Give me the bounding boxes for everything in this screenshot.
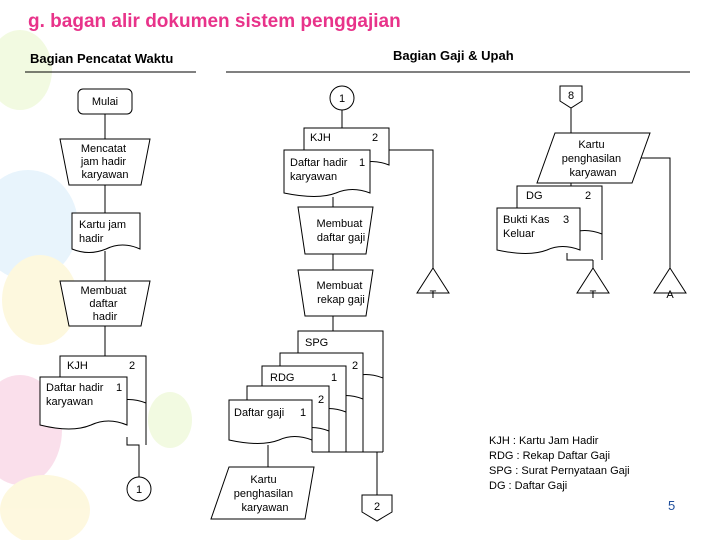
connector-1-in-label: 1 xyxy=(339,93,345,105)
doc-bukti-kas-copy-number: 3 xyxy=(563,214,569,226)
document-daftar-gaji xyxy=(228,399,313,444)
input-kartu-penghasilan xyxy=(536,132,651,184)
document-kartu-jam-hadir xyxy=(71,212,141,253)
document-daftar-hadir-copy1 xyxy=(283,149,371,197)
process-membuat-daftar-gaji-label: Membuat daftar gaji xyxy=(317,218,366,244)
offpage-connector-2-label: 2 xyxy=(374,501,380,513)
offpage-connector-8-label: 8 xyxy=(568,90,574,102)
file-archive-t-label: T xyxy=(430,289,437,301)
offpage-connector-2 xyxy=(361,494,393,522)
file-archive-t xyxy=(576,267,610,294)
process-membuat-daftar-gaji xyxy=(297,206,374,255)
doc-dg-copy-number: 2 xyxy=(585,190,591,202)
process-membuat-rekap-gaji-label: Membuat rekap gaji xyxy=(317,280,366,306)
column-header-right: Bagian Gaji & Upah xyxy=(393,48,514,63)
doc-daftar-hadir-copy-number: 1 xyxy=(116,382,122,394)
flow-line xyxy=(566,253,593,261)
connector-1-out xyxy=(126,476,152,502)
doc-daftar-gaji-label: Daftar gaji xyxy=(234,407,284,419)
file-archive-a-label: A xyxy=(666,289,674,301)
legend: KJH : Kartu Jam Hadir RDG : Rekap Daftar… xyxy=(489,435,630,492)
flow-line-to-file xyxy=(389,149,434,268)
doc-kjh-label: KJH xyxy=(310,132,331,144)
process-mencatat-jam-hadir xyxy=(59,138,151,186)
process-membuat-daftar-hadir-label: Membuat daftar hadir xyxy=(81,285,130,323)
process-mencatat-label: Mencatat jam hadir karyawan xyxy=(80,143,129,181)
start-label: Mulai xyxy=(92,96,118,108)
doc-kjh-copy-number: 2 xyxy=(372,132,378,144)
process-membuat-rekap-gaji xyxy=(297,269,374,317)
doc-kjh-copy-number: 2 xyxy=(129,360,135,372)
doc-daftar-hadir-label: Daftar hadir karyawan xyxy=(46,382,107,408)
document-kartu-jam-hadir-label: Kartu jam hadir xyxy=(79,219,129,245)
background-balloons xyxy=(0,30,192,540)
middle-lane: 1 KJH 2 Daftar hadir karyawan 1 T Membua… xyxy=(210,85,450,522)
document-daftar-hadir-copy1 xyxy=(39,376,128,430)
doc-dg-label: DG xyxy=(526,190,543,202)
doc-rdg-label: RDG xyxy=(270,372,294,384)
doc-daftar-gaji-number: 1 xyxy=(300,407,306,419)
input-kartu-penghasilan-label: Kartu penghasilan karyawan xyxy=(562,139,624,179)
doc-bukti-kas-label: Bukti Kas Keluar xyxy=(503,214,553,240)
doc-spg-copy-number: 2 xyxy=(352,360,358,372)
page-title: g. bagan alir dokumen sistem penggajian xyxy=(28,11,401,32)
flow-line-to-file xyxy=(641,157,671,268)
file-archive-t-label: T xyxy=(590,289,597,301)
process-membuat-daftar-hadir xyxy=(59,280,151,327)
column-header-left: Bagian Pencatat Waktu xyxy=(30,51,173,66)
legend-item-spg: SPG : Surat Pernyataan Gaji xyxy=(489,465,630,477)
output-kartu-penghasilan xyxy=(210,466,315,520)
doc-dg-copy-number: 2 xyxy=(318,394,324,406)
connector-1-out-label: 1 xyxy=(136,484,142,496)
doc-rdg-copy-number: 1 xyxy=(331,372,337,384)
legend-item-rdg: RDG : Rekap Daftar Gaji xyxy=(489,450,610,462)
doc-kjh-label: KJH xyxy=(67,360,88,372)
file-archive-a xyxy=(653,267,687,294)
legend-item-kjh: KJH : Kartu Jam Hadir xyxy=(489,435,599,447)
legend-item-dg: DG : Daftar Gaji xyxy=(489,480,567,492)
doc-spg-label: SPG xyxy=(305,337,328,349)
doc-daftar-hadir-copy-number: 1 xyxy=(359,157,365,169)
file-archive-t xyxy=(416,267,450,294)
right-lane: 8 Kartu penghasilan karyawan DG 2 Bukti … xyxy=(496,85,687,301)
left-lane: Mulai Mencatat jam hadir karyawan Kartu … xyxy=(39,88,152,502)
page-number: 5 xyxy=(668,498,675,513)
output-kartu-penghasilan-label: Kartu penghasilan karyawan xyxy=(234,474,296,514)
doc-daftar-hadir-label: Daftar hadir karyawan xyxy=(290,157,351,183)
offpage-connector-8 xyxy=(559,85,583,109)
flow-line xyxy=(126,437,140,477)
document-bukti-kas-keluar xyxy=(496,207,581,254)
